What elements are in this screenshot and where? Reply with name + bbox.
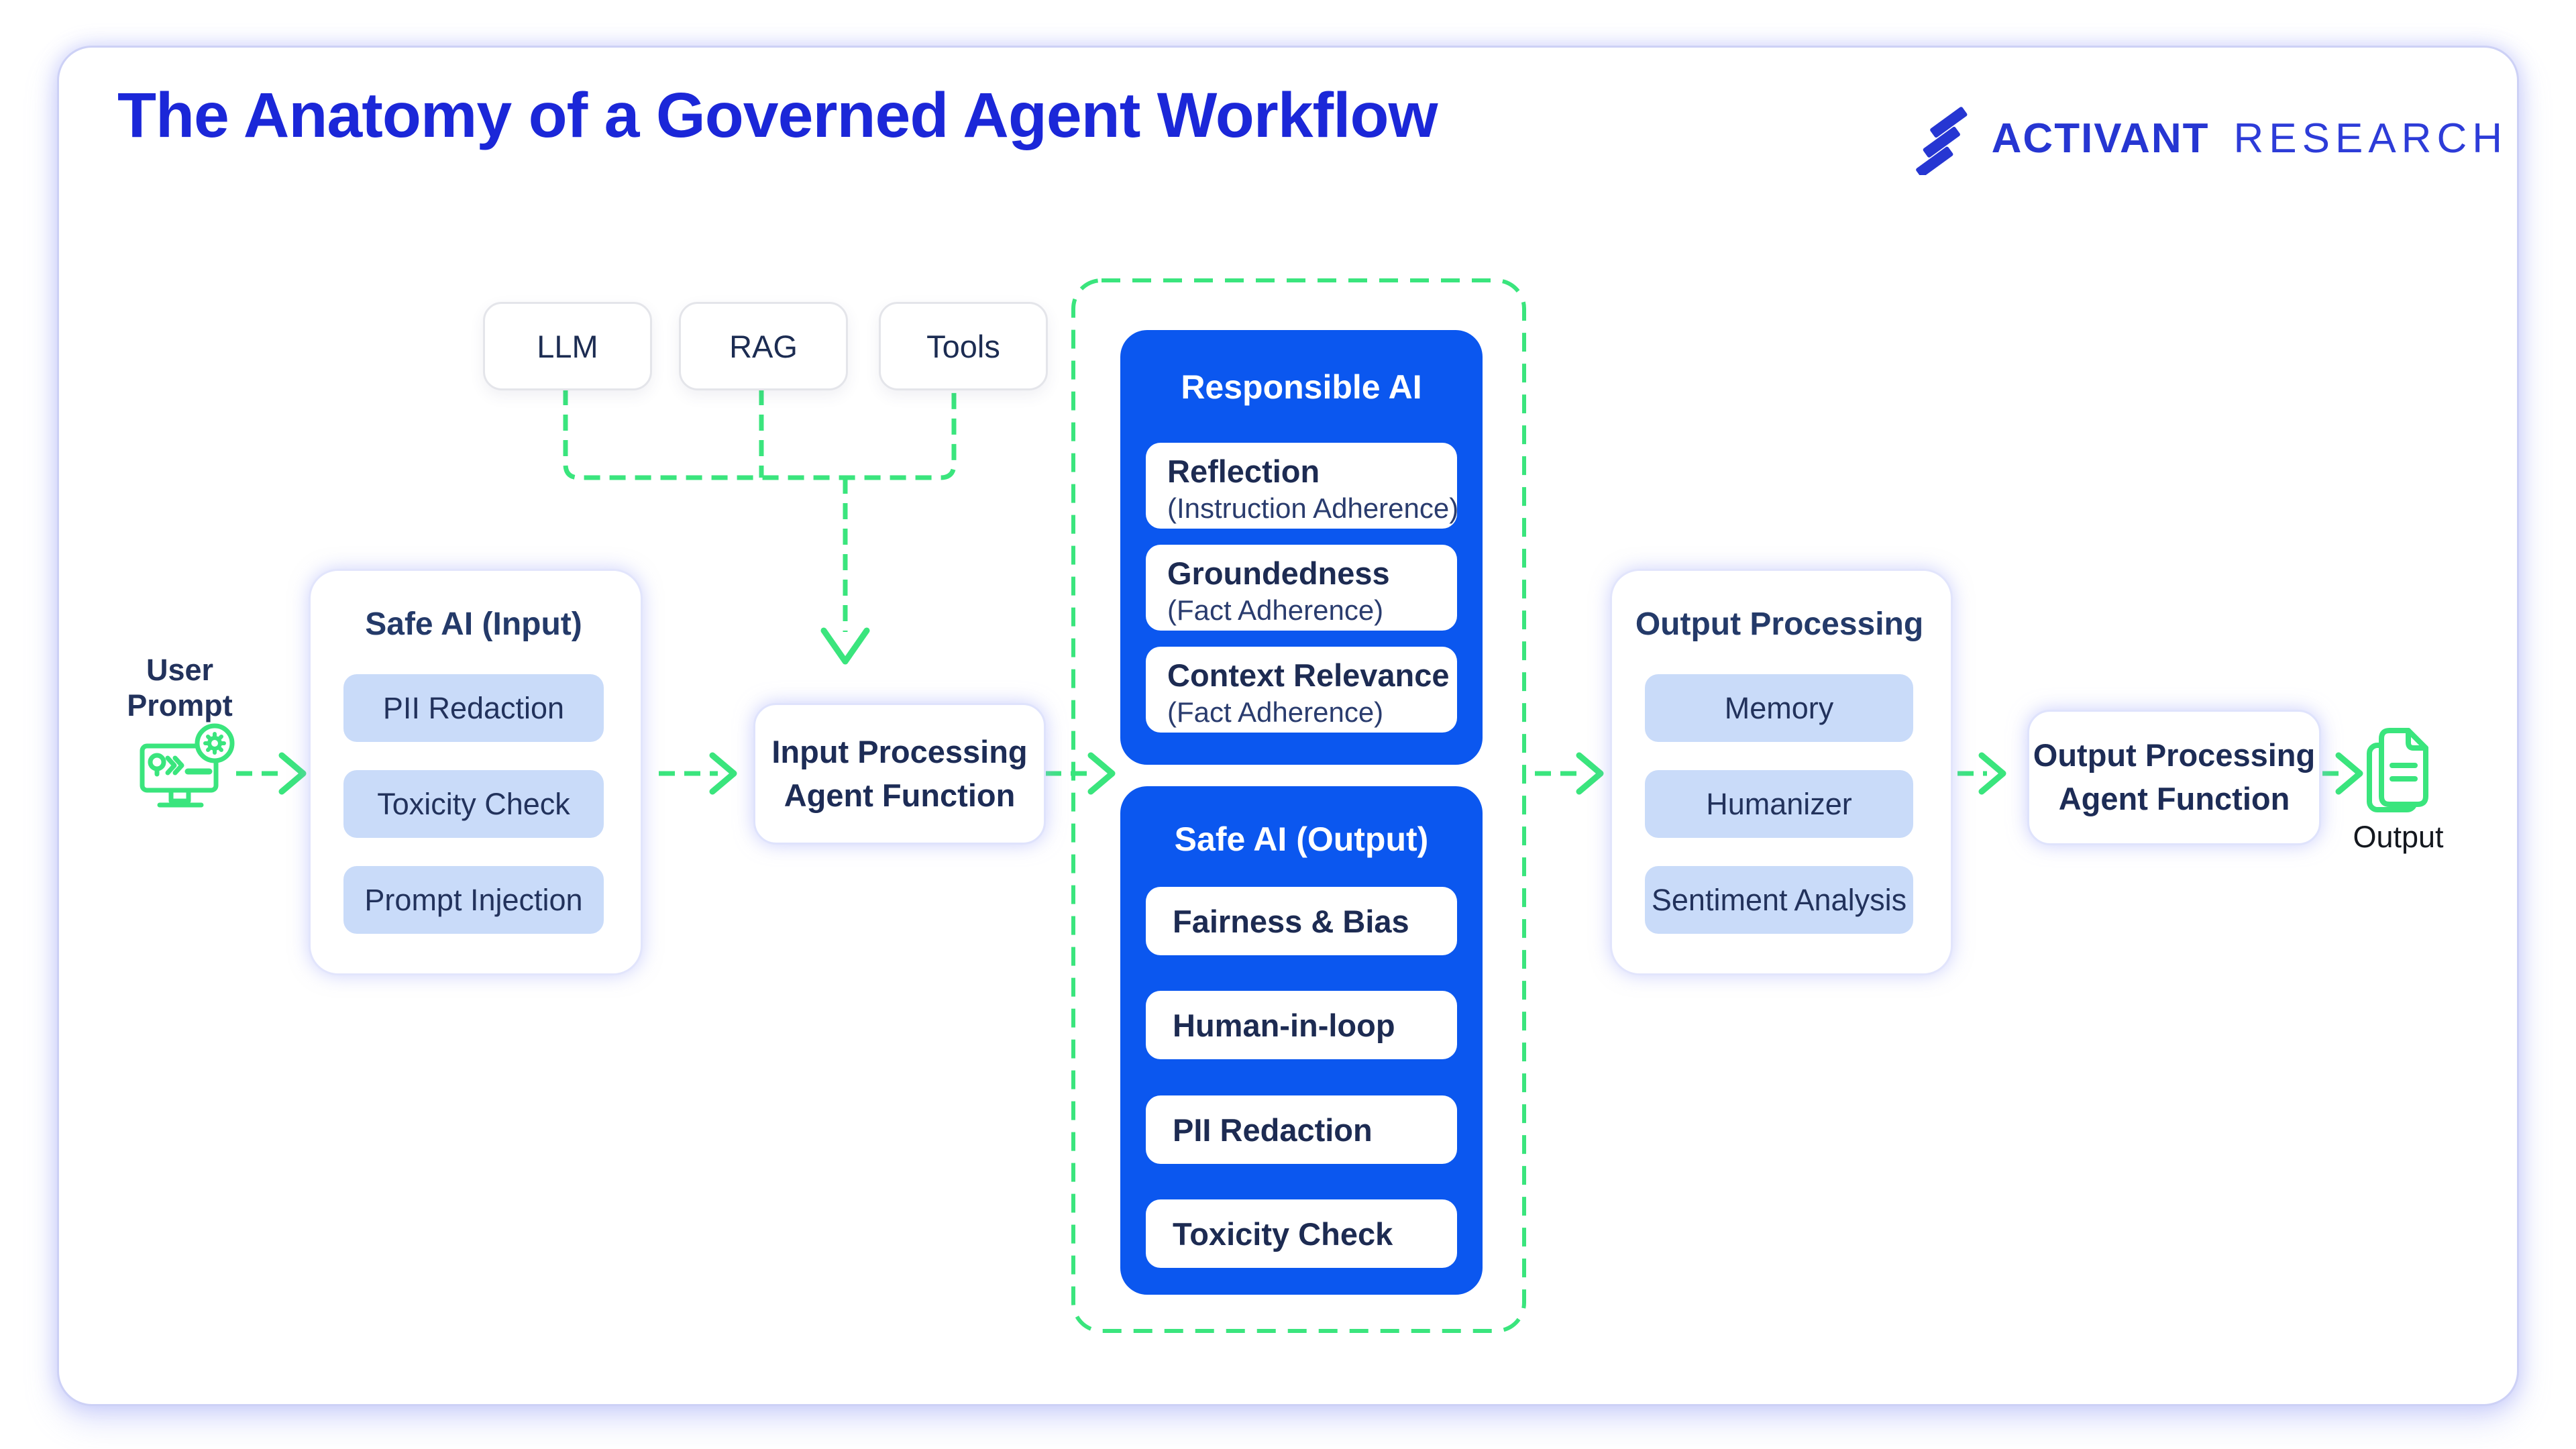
output-processing-item: Sentiment Analysis [1645,866,1913,934]
gear-icon [195,723,235,763]
safe-ai-input-title: Safe AI (Input) [365,606,582,642]
card-subtitle: (Fact Adherence) [1167,594,1384,626]
safe-ai-input-item: PII Redaction [343,674,604,742]
responsible-ai-card: Groundedness (Fact Adherence) [1146,545,1457,631]
responsible-ai-title: Responsible AI [1181,368,1422,406]
user-prompt-label-line2: Prompt [127,688,233,723]
output-processing-title: Output Processing [1635,606,1924,642]
brand-name-secondary: RESEARCH [2233,115,2508,162]
output-agent-line2: Agent Function [2058,781,2290,816]
responsible-ai-card: Context Relevance (Fact Adherence) [1146,647,1457,733]
output-processing-item: Humanizer [1645,770,1913,838]
source-box-rag: RAG [679,302,848,390]
documents-icon [2367,728,2428,812]
brand-logo: ACTIVANT RESEARCH [1913,106,2508,175]
output-agent-line1: Output Processing [2033,737,2316,773]
source-box-llm: LLM [483,302,652,390]
safe-ai-output-card: Toxicity Check [1146,1199,1457,1268]
card-title: Reflection [1167,453,1320,489]
card-title: Context Relevance [1167,657,1450,693]
card-subtitle: (Instruction Adherence) [1167,492,1459,524]
user-prompt-label: User Prompt [113,652,247,723]
triple-diagonal-stripes-icon [1915,107,1968,175]
brand-name-primary: ACTIVANT [1991,115,2210,162]
card-title: Groundedness [1167,555,1390,591]
input-agent-function-box: Input Processing Agent Function [753,703,1046,845]
card-subtitle: (Fact Adherence) [1167,696,1384,728]
output-agent-function-box: Output Processing Agent Function [2027,710,2321,845]
user-prompt-label-line1: User [146,653,214,687]
output-processing-item: Memory [1645,674,1913,742]
input-agent-line1: Input Processing [771,733,1028,769]
safe-ai-output-title: Safe AI (Output) [1174,820,1429,858]
safe-ai-input-item: Prompt Injection [343,866,604,934]
monitor-prompt-icon [140,723,235,808]
output-label: Output [2353,820,2444,854]
safe-ai-input-item: Toxicity Check [343,770,604,838]
input-agent-line2: Agent Function [784,777,1016,813]
safe-ai-output-card: PII Redaction [1146,1095,1457,1164]
safe-ai-output-card: Fairness & Bias [1146,887,1457,955]
safe-ai-output-card: Human-in-loop [1146,991,1457,1059]
source-box-tools: Tools [879,302,1048,390]
responsible-ai-card: Reflection (Instruction Adherence) [1146,443,1459,529]
page-title: The Anatomy of a Governed Agent Workflow [117,80,1438,151]
